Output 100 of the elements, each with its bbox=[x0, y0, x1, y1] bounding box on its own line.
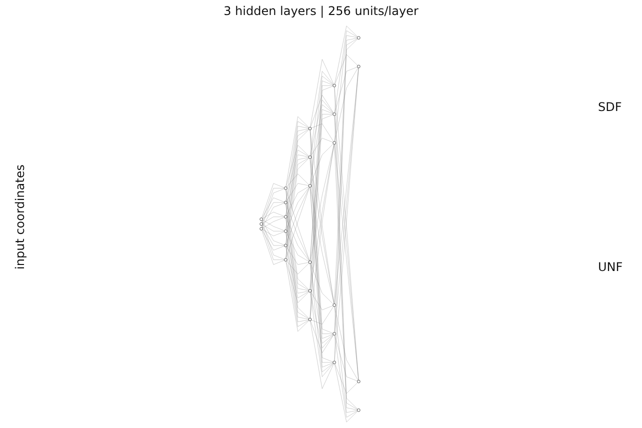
connector bbox=[334, 66, 358, 113]
connector bbox=[310, 144, 334, 185]
connector bbox=[262, 202, 284, 228]
connector bbox=[310, 71, 334, 156]
connector bbox=[286, 218, 310, 262]
connector bbox=[262, 198, 284, 218]
neuron-circle bbox=[357, 380, 360, 384]
connector bbox=[310, 187, 334, 368]
connector bbox=[310, 292, 334, 310]
connector bbox=[286, 158, 310, 258]
connector bbox=[286, 157, 309, 230]
connector bbox=[262, 202, 284, 223]
neuron-circle bbox=[308, 156, 312, 159]
connector bbox=[310, 187, 334, 304]
neuron-circle bbox=[332, 112, 336, 116]
connector bbox=[262, 217, 284, 228]
connector bbox=[334, 364, 358, 422]
connector bbox=[310, 320, 334, 389]
connector bbox=[310, 263, 334, 304]
connector bbox=[286, 158, 309, 244]
neuron-circle bbox=[332, 332, 336, 336]
connector bbox=[310, 76, 334, 184]
connector bbox=[262, 224, 284, 232]
connector bbox=[334, 335, 358, 382]
layer-caption: 3 hidden layers | 256 units/layer bbox=[222, 4, 420, 18]
connector bbox=[334, 30, 358, 113]
connector bbox=[311, 124, 334, 142]
output-label: SDF bbox=[598, 100, 622, 114]
connector bbox=[310, 144, 334, 261]
connector bbox=[286, 246, 309, 327]
connector bbox=[286, 218, 309, 291]
connector bbox=[334, 26, 358, 84]
connector bbox=[286, 190, 310, 290]
connector bbox=[286, 186, 310, 230]
connector bbox=[310, 264, 334, 372]
connector bbox=[286, 261, 310, 332]
connector bbox=[286, 232, 309, 262]
connector bbox=[286, 154, 309, 216]
neuron-circle bbox=[284, 230, 288, 233]
neuron-circle bbox=[308, 126, 312, 130]
connector bbox=[286, 121, 309, 202]
connector bbox=[286, 204, 309, 290]
connector bbox=[262, 183, 284, 218]
neuron-circle bbox=[284, 215, 288, 218]
connector bbox=[334, 335, 358, 418]
connector bbox=[262, 220, 284, 231]
connector bbox=[310, 109, 334, 261]
connector bbox=[310, 187, 334, 339]
neuron-circle bbox=[284, 258, 288, 262]
neuron-circle bbox=[357, 36, 360, 40]
connector bbox=[286, 246, 309, 298]
neuron-circle bbox=[260, 218, 263, 221]
neuron-circle bbox=[284, 244, 288, 248]
connector bbox=[262, 212, 284, 219]
neuron-circle bbox=[308, 260, 312, 264]
connector bbox=[286, 204, 310, 261]
connector bbox=[286, 150, 309, 202]
connector bbox=[286, 183, 309, 202]
connector bbox=[310, 292, 334, 348]
neuron-circle bbox=[260, 222, 263, 226]
connector bbox=[310, 100, 334, 156]
connector bbox=[262, 230, 284, 265]
connector bbox=[334, 54, 358, 84]
connector bbox=[310, 104, 334, 184]
connector bbox=[286, 126, 309, 216]
connector bbox=[310, 158, 334, 304]
connector bbox=[286, 232, 309, 322]
connector bbox=[334, 68, 358, 142]
connector bbox=[310, 144, 334, 318]
connector bbox=[286, 145, 310, 187]
connector bbox=[310, 292, 334, 377]
axis-label: input coordinates bbox=[13, 164, 27, 272]
connector bbox=[262, 216, 284, 224]
connector bbox=[286, 186, 309, 216]
neuron-circle bbox=[357, 408, 360, 412]
output-label: UNF bbox=[598, 260, 623, 274]
connector bbox=[310, 130, 334, 304]
neuron-circle bbox=[332, 84, 336, 88]
connector bbox=[310, 59, 334, 128]
connector bbox=[262, 220, 284, 246]
connector bbox=[311, 306, 334, 324]
neuron-circle bbox=[260, 227, 263, 230]
connector bbox=[262, 225, 284, 246]
connector bbox=[310, 138, 334, 156]
connector bbox=[286, 116, 310, 187]
neuron-circle bbox=[332, 360, 336, 364]
connector bbox=[286, 261, 310, 303]
connector bbox=[286, 187, 310, 244]
connector bbox=[310, 264, 334, 344]
neuron-circle bbox=[357, 64, 360, 68]
connector bbox=[334, 364, 358, 394]
connector bbox=[286, 232, 309, 294]
neuron-circle bbox=[284, 186, 288, 190]
connector bbox=[334, 306, 358, 413]
connector bbox=[310, 80, 334, 261]
connector bbox=[310, 144, 334, 290]
connector bbox=[262, 230, 284, 250]
neuron-circle bbox=[308, 318, 312, 322]
neuron-circle bbox=[308, 289, 312, 292]
neuron-circle bbox=[308, 184, 312, 188]
